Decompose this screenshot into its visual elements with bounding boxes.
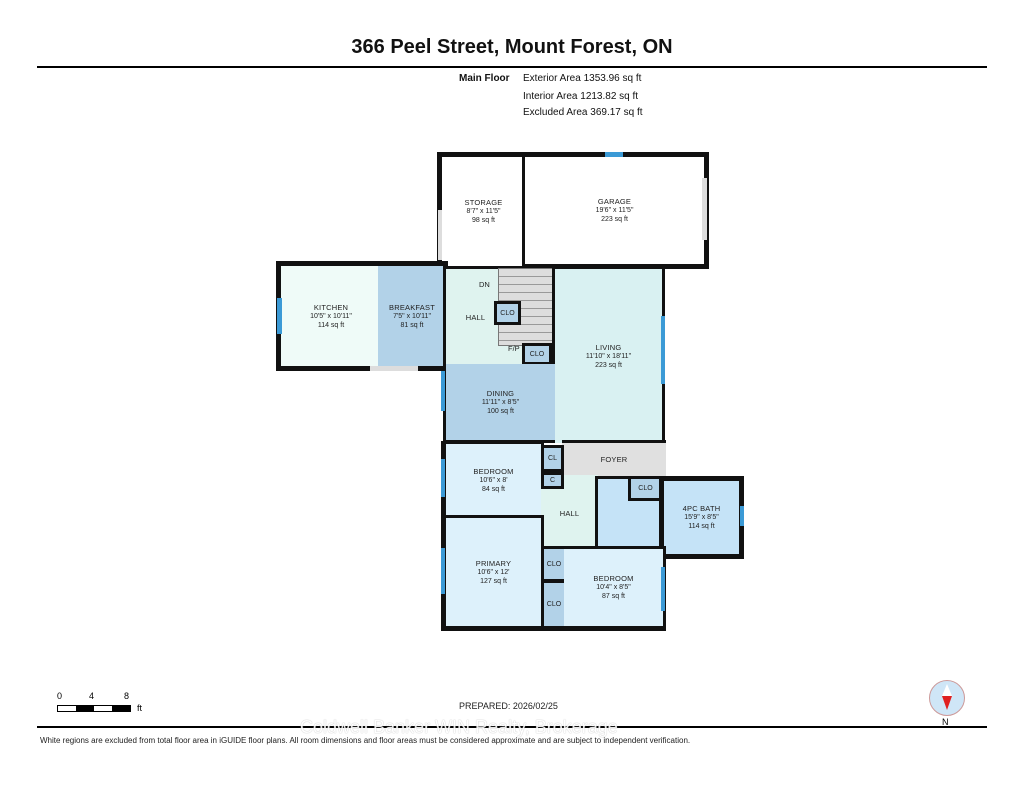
closet: CLO — [628, 476, 663, 501]
closet-c: C — [541, 472, 564, 489]
room-dims: 10'6" x 12' — [477, 568, 510, 576]
window — [441, 548, 445, 594]
room-name: C — [549, 477, 556, 484]
disclaimer: White regions are excluded from total fl… — [40, 736, 691, 745]
window — [740, 506, 744, 526]
scale-tick: 8 — [124, 691, 130, 701]
room-name: KITCHEN — [313, 302, 349, 312]
footer-divider — [37, 726, 987, 728]
room-area: 100 sq ft — [487, 407, 514, 415]
room-area: 81 sq ft — [400, 321, 424, 329]
room-4pc-bath: 4PC BATH 15'9" x 8'5" 114 sq ft — [659, 476, 744, 559]
room-kitchen: KITCHEN 10'5" x 10'11" 114 sq ft — [276, 261, 381, 371]
room-name: CL — [548, 455, 557, 462]
room-area: 114 sq ft — [688, 523, 715, 530]
room-name: BEDROOM — [593, 574, 634, 583]
room-name: PRIMARY — [475, 558, 512, 568]
divider — [37, 66, 987, 68]
room-dining: DINING 11'11" x 8'5" 100 sq ft — [443, 364, 555, 443]
watermark: Coldwell Banker WIN Realty, Brokerage — [300, 717, 618, 737]
scale-graphic — [57, 705, 131, 712]
room-name: HALL — [465, 313, 486, 322]
room-primary: PRIMARY 10'6" x 12' 127 sq ft — [441, 515, 544, 631]
window — [441, 371, 445, 411]
room-area: 84 sq ft — [482, 485, 505, 493]
room-area: 114 sq ft — [317, 321, 345, 329]
room-garage: GARAGE 19'6" x 11'5" 223 sq ft — [522, 152, 709, 269]
north-label: N — [942, 717, 949, 727]
room-storage: STORAGE 8'7" x 11'5" 98 sq ft — [437, 152, 528, 269]
room-area: 223 sq ft — [601, 216, 628, 223]
window — [605, 152, 623, 157]
room-name: CLO — [546, 601, 562, 608]
room-name: STORAGE — [464, 198, 503, 207]
room-dims: 7'5" x 10'11" — [393, 312, 431, 320]
room-dims: 11'10" x 18'11" — [585, 352, 632, 360]
excluded-area: Excluded Area 369.17 sq ft — [523, 107, 643, 118]
room-bedroom: BEDROOM 10'6" x 8' 84 sq ft — [441, 441, 544, 519]
room-area: 223 sq ft — [595, 361, 622, 369]
room-breakfast: BREAKFAST 7'5" x 10'11" 81 sq ft — [378, 261, 448, 371]
room-dims: 8'7" x 11'5" — [466, 208, 501, 215]
scale-tick: 0 — [57, 691, 63, 701]
exterior-area: Exterior Area 1353.96 sq ft — [523, 73, 642, 84]
scale-unit: ft — [137, 703, 143, 713]
room-area: 127 sq ft — [480, 577, 507, 585]
stairs-down-label: DN — [479, 280, 490, 289]
room-name: GARAGE — [597, 197, 632, 206]
window — [441, 459, 445, 497]
room-name: CLO — [500, 309, 515, 317]
window — [277, 298, 282, 334]
room-name: FOYER — [600, 455, 628, 464]
room-name: CLO — [546, 560, 562, 568]
room-name: BEDROOM — [473, 466, 514, 476]
window — [661, 316, 665, 384]
room-name: DINING — [486, 388, 515, 398]
room-name: 4PC BATH — [682, 504, 721, 513]
room-dims: 11'11" x 8'5" — [481, 398, 520, 406]
side-window — [438, 210, 442, 260]
closet: CLO — [522, 343, 552, 365]
fireplace-label: F/P — [508, 344, 520, 353]
closet-cl: CL — [541, 445, 564, 472]
garage-window — [702, 178, 707, 240]
room-area: 98 sq ft — [472, 217, 495, 224]
room-name: BREAKFAST — [389, 302, 435, 312]
interior-area: Interior Area 1213.82 sq ft — [523, 91, 639, 102]
window — [661, 567, 665, 611]
room-bedroom: BEDROOM 10'4" x 8'5" 87 sq ft — [564, 546, 666, 631]
scale-tick: 4 — [89, 691, 95, 701]
room-foyer: FOYER — [562, 440, 666, 476]
room-dims: 10'4" x 8'5" — [596, 584, 631, 591]
room-dims: 15'9" x 8'5" — [684, 514, 719, 521]
closet: CLO — [494, 301, 521, 325]
compass-icon — [929, 680, 965, 716]
room-name: CLO — [638, 485, 653, 492]
patio-door — [370, 366, 418, 371]
prepared-date: PREPARED: 2026/02/25 — [459, 701, 558, 711]
room-dims: 10'6" x 8' — [479, 476, 508, 484]
floor-name: Main Floor — [459, 73, 510, 84]
room-area: 87 sq ft — [602, 593, 625, 600]
room-name: CLO — [529, 350, 545, 358]
page-title: 366 Peel Street, Mount Forest, ON — [351, 36, 673, 58]
room-living: LIVING 11'10" x 18'11" 223 sq ft — [552, 266, 665, 443]
room-dims: 10'5" x 10'11" — [310, 312, 352, 320]
room-dims: 19'6" x 11'5" — [595, 207, 634, 214]
room-name: LIVING — [595, 342, 622, 352]
room-name: HALL — [559, 508, 580, 518]
